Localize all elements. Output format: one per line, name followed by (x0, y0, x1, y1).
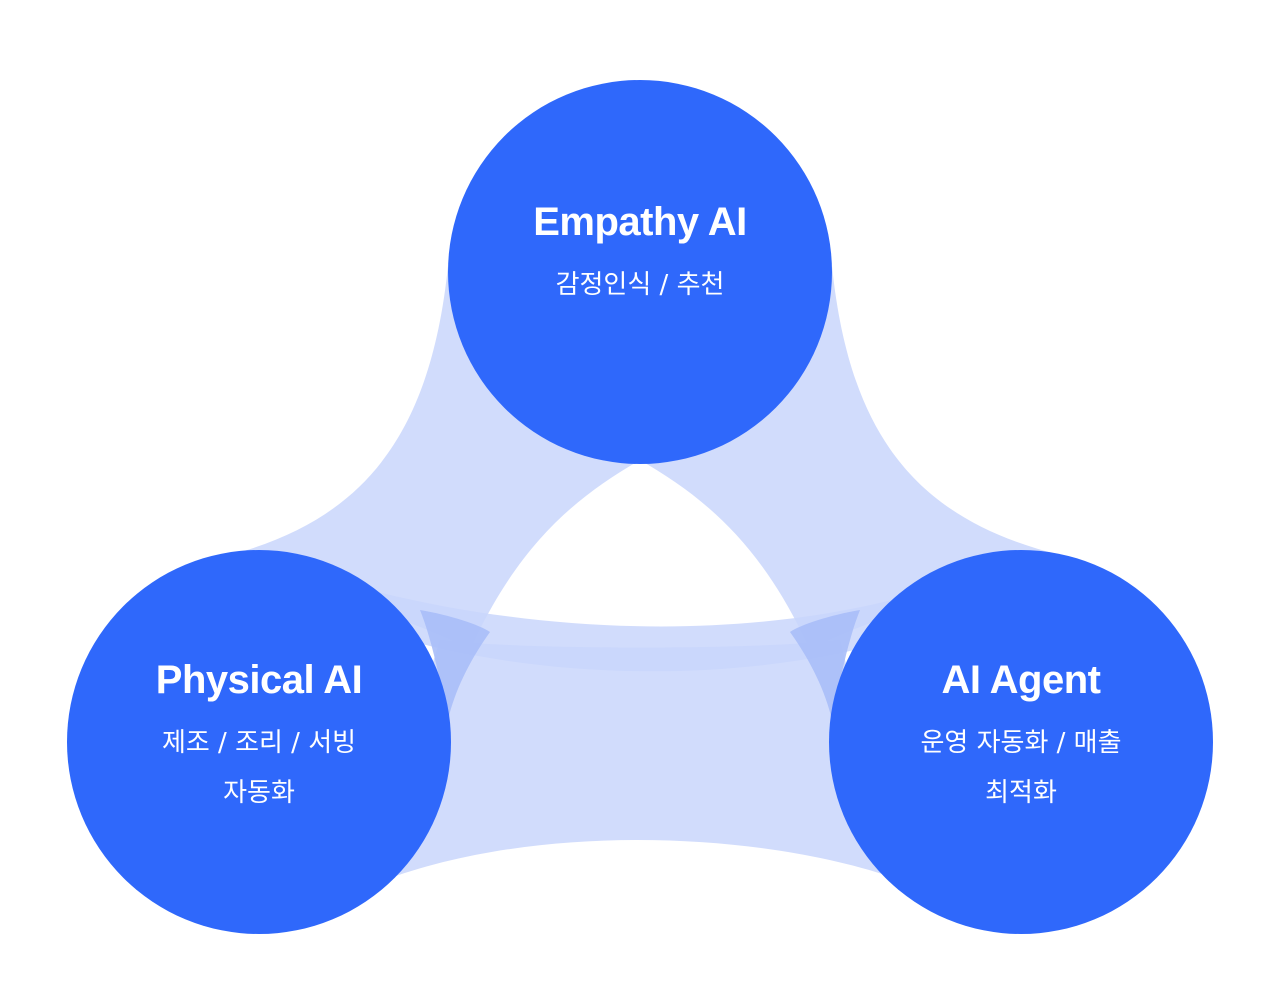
node-subtitle: 운영 자동화 / 매출 최적화 (920, 728, 1122, 808)
node-empathy-ai: Empathy AI 감정인식 / 추천 (448, 80, 832, 464)
node-title: AI Agent (941, 658, 1101, 702)
node-subtitle: 감정인식 / 추천 (555, 270, 725, 300)
overlap-right (790, 610, 860, 720)
node-title: Physical AI (155, 658, 363, 702)
node-ai-agent: AI Agent 운영 자동화 / 매출 최적화 (829, 550, 1213, 934)
band-empathy-physical (230, 266, 640, 650)
node-physical-ai: Physical AI 제조 / 조리 / 서빙 자동화 (67, 550, 451, 934)
band-physical-agent (360, 640, 900, 890)
overlap-left (420, 610, 490, 720)
band-empathy-agent (640, 266, 1060, 650)
node-title: Empathy AI (533, 200, 747, 244)
node-subtitle: 제조 / 조리 / 서빙 자동화 (161, 728, 357, 808)
